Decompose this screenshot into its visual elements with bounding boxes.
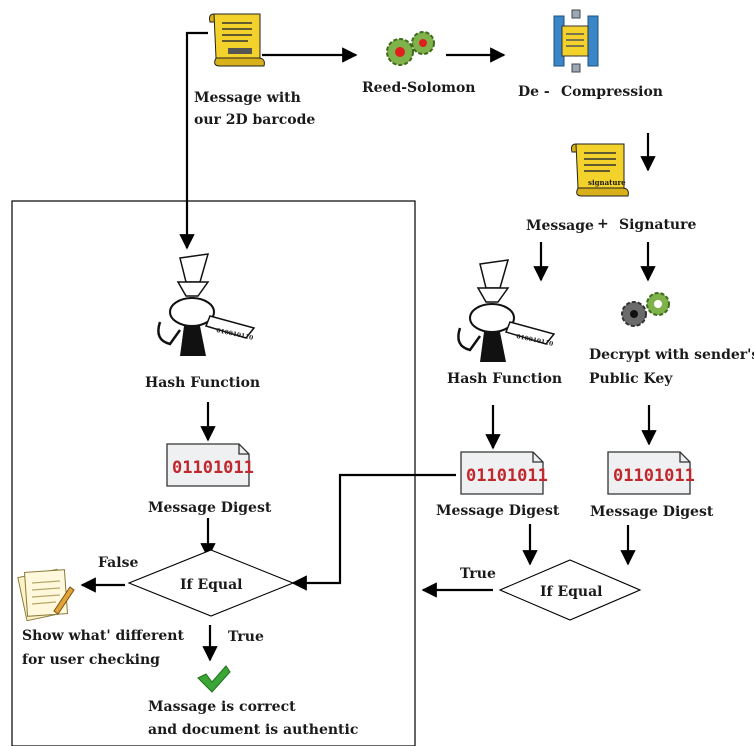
label-digest-right: Message Digest: [590, 504, 714, 520]
compression-vise-icon: [553, 9, 599, 73]
decrypt-gears-icon: [621, 292, 670, 327]
scroll-signature-tag: signature: [588, 178, 626, 187]
label-hash-left: Hash Function: [145, 375, 260, 391]
label-show-diff-1: Show what' different: [22, 628, 184, 644]
digest-bits-right: 01101011: [613, 466, 695, 486]
label-digest-mid: Message Digest: [436, 503, 560, 519]
label-correct-2: and document is authentic: [148, 722, 358, 738]
label-message: Message: [526, 218, 594, 234]
label-message-barcode-1: Message with: [194, 90, 301, 106]
label-true-right: True: [460, 566, 496, 582]
label-digest-left: Message Digest: [148, 500, 272, 516]
digest-bits-mid: 01101011: [466, 466, 548, 486]
label-message-barcode-2: our 2D barcode: [194, 112, 315, 128]
label-hash-right: Hash Function: [447, 371, 562, 387]
labels: Message with our 2D barcode Reed-Solomon…: [22, 80, 754, 738]
label-signature: Signature: [619, 217, 696, 233]
label-reed-solomon: Reed-Solomon: [362, 80, 475, 96]
label-false: False: [98, 555, 138, 571]
verification-box: [11, 200, 416, 746]
label-decompression-pre: De -: [518, 84, 550, 100]
label-show-diff-2: for user checking: [22, 652, 160, 668]
arrow-digest-mid-to-if-left: [291, 473, 456, 591]
arrow-scroll-to-hash-left: [179, 31, 208, 250]
if-equal-left-diamond: [127, 549, 295, 617]
label-decompression-post: Compression: [561, 84, 663, 100]
gears-icon: [386, 31, 435, 66]
scroll-icon: [209, 13, 265, 67]
label-correct-1: Massage is correct: [148, 699, 296, 715]
binary-document-icon-mid: 01101011: [460, 451, 548, 495]
connectors: [80, 31, 657, 662]
label-if-equal-left: If Equal: [180, 577, 242, 593]
if-equal-right-diamond: [498, 559, 642, 621]
label-plus: +: [597, 216, 609, 232]
label-if-equal-right: If Equal: [540, 584, 602, 600]
label-decrypt-2: Public Key: [589, 371, 673, 387]
label-true-left: True: [228, 629, 264, 645]
meat-grinder-icon-left: 010010110: [157, 253, 256, 356]
notepad-icon: [17, 568, 75, 622]
digest-bits-left: 01101011: [172, 458, 254, 478]
binary-document-icon-right: 01101011: [607, 451, 695, 495]
signature-scroll-icon: signature: [571, 143, 629, 197]
binary-document-icon-left: 01101011: [166, 443, 254, 487]
meat-grinder-icon-right: 010010110: [457, 259, 556, 362]
label-decrypt-1: Decrypt with sender's: [589, 347, 754, 363]
checkmark-icon: [197, 665, 231, 693]
